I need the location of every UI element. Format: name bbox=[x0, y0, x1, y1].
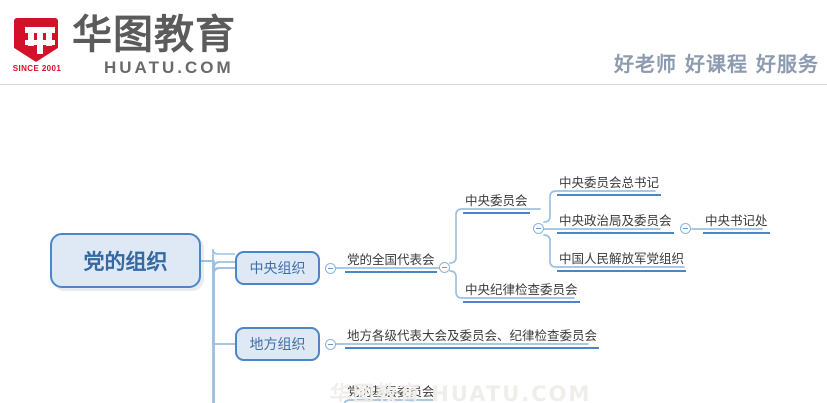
brand-name-cn: 华图教育 bbox=[72, 12, 236, 58]
header-divider bbox=[0, 84, 827, 85]
node-label-central-organization: 中央组织 bbox=[249, 261, 306, 277]
page-header: SINCE 2001 华图教育 HUATU.COM 好老师 好课程 好服务 bbox=[0, 0, 827, 85]
mindmap-node-national-congress[interactable]: 党的全国代表会 bbox=[345, 251, 437, 273]
mindmap-node-local-congress[interactable]: 地方各级代表大会及委员会、纪律检查委员会 bbox=[345, 327, 600, 349]
toggle-national-congress[interactable] bbox=[439, 262, 450, 273]
toggle-local-organization[interactable] bbox=[325, 339, 336, 350]
toggle-central-committee[interactable] bbox=[533, 223, 544, 234]
shield-bar-right bbox=[46, 27, 52, 46]
mindmap-root-node[interactable]: 党的组织 bbox=[50, 233, 201, 288]
mindmap-node-local-organization[interactable]: 地方组织 bbox=[235, 327, 320, 361]
brand-tagline: 好老师 好课程 好服务 bbox=[614, 52, 819, 76]
mindmap-node-central-committee[interactable]: 中央委员会 bbox=[463, 192, 530, 214]
toggle-politburo[interactable] bbox=[680, 223, 691, 234]
mindmap-canvas: 党的组织 中央组织 地方组织 基层组织 党的全国代表会 中央委员会 中央纪律检查… bbox=[0, 85, 827, 403]
since-label: SINCE 2001 bbox=[12, 64, 62, 73]
node-label-local-organization: 地方组织 bbox=[249, 337, 306, 353]
brand-name-en: HUATU.COM bbox=[104, 58, 234, 77]
mindmap-node-central-organization[interactable]: 中央组织 bbox=[235, 251, 320, 285]
mindmap-node-pla-party-organization[interactable]: 中国人民解放军党组织 bbox=[557, 250, 687, 272]
huatu-shield-logo-icon: SINCE 2001 bbox=[10, 18, 64, 76]
shield-bar-left bbox=[28, 27, 34, 46]
mindmap-node-central-discipline-commission[interactable]: 中央纪律检查委员会 bbox=[463, 281, 580, 303]
mindmap-node-secretariat[interactable]: 中央书记处 bbox=[703, 212, 770, 234]
mindmap-connectors bbox=[200, 190, 763, 403]
mindmap-node-politburo[interactable]: 中央政治局及委员会 bbox=[557, 212, 674, 234]
mindmap-node-grassroots-committee[interactable]: 党的基层委员会 bbox=[345, 383, 437, 403]
mindmap-node-general-secretary[interactable]: 中央委员会总书记 bbox=[557, 174, 662, 196]
shield-bar-center bbox=[37, 27, 43, 54]
shield-shape bbox=[14, 18, 58, 62]
mindmap-root-label: 党的组织 bbox=[83, 249, 168, 274]
toggle-central-organization[interactable] bbox=[325, 263, 336, 274]
page-watermark: 华图教育 HUATU.COM bbox=[330, 382, 592, 402]
